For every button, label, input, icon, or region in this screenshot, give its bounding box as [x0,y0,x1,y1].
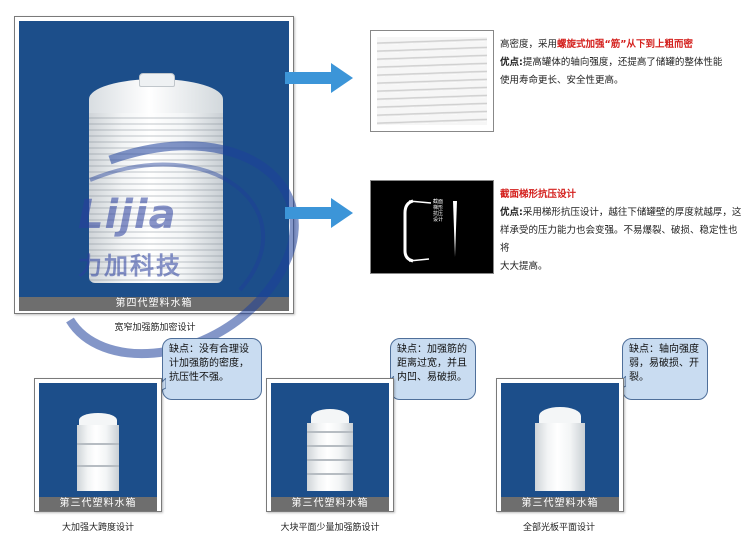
drawback-bubble-3: 缺点：轴向强度弱，易破损、开裂。 [622,338,708,400]
product-photo-2 [271,383,389,497]
detail-2-advantage: 优点:采用梯形抗压设计，越往下储罐壁的厚度就越厚，这 [500,204,746,222]
tank-body [89,113,223,283]
detail-2-heading: 截面梯形抗压设计 [500,189,577,200]
detail-2-adv-label: 优点: [500,207,523,218]
detail-1-intro-highlight: 螺旋式加强“筋”从下到上粗而密 [557,39,694,50]
detail-1-text: 高密度，采用螺旋式加强“筋”从下到上粗而密 优点:提高罐体的轴向强度，还提高了储… [500,36,740,90]
detail-1-advantage: 优点:提高罐体的轴向强度，还提高了储罐的整体性能 [500,54,740,72]
main-product-subcaption: 宽窄加强筋加密设计 [114,323,196,333]
tank-rib [77,465,119,467]
tank-body [307,423,353,491]
product-subcaption-1: 大加强大跨度设计 [61,523,134,533]
tank-lid [139,73,175,87]
tank-rib [307,445,353,447]
brand-watermark [66,141,299,359]
brand-cn-text: 力加科技 [78,252,182,280]
detail-1-adv-text-1: 提高罐体的轴向强度，还提高了储罐的整体性能 [522,57,723,68]
brand-latin-text: Lijia [78,192,177,238]
detail-2-adv-text-2: 样承受的压力能力也会变强。不易爆裂、破损、稳定性也将 [500,225,738,254]
tank-ribs [89,113,223,283]
product-caption-1: 第三代塑料水箱 [39,497,157,511]
product-subcaption-3: 全部光板平面设计 [522,523,595,533]
tank-body [535,423,585,491]
drawback-bubble-2: 缺点：加强筋的距离过宽，并且内凹、易破损。 [390,338,476,400]
detail-2-text: 截面梯形抗压设计 优点:采用梯形抗压设计，越往下储罐壁的厚度就越厚，这 样承受的… [500,186,746,276]
detail-1-adv-text-2: 使用寿命更长、安全性更高。 [500,75,624,86]
detail-2-adv-text-3: 大大提高。 [500,261,548,272]
product-caption-3: 第三代塑料水箱 [501,497,619,511]
product-card-2: 第三代塑料水箱 [266,378,394,512]
drawback-bubble-1: 缺点：没有合理设计加强筋的密度，抗压性不强。 [162,338,262,400]
tank-body [77,425,119,491]
tank-rib [307,459,353,461]
product-photo-3 [501,383,619,497]
product-card-3: 第三代塑料水箱 [496,378,624,512]
tank-dome [311,409,349,425]
detail-1-intro-prefix: 高密度，采用 [500,39,558,50]
main-product-card: 第四代塑料水箱 [14,16,294,314]
tank-dome [539,407,581,425]
detail-1-intro: 高密度，采用螺旋式加强“筋”从下到上粗而密 [500,36,740,54]
product-subcaption-2: 大块平面少量加强筋设计 [280,523,380,533]
product-caption-2: 第三代塑料水箱 [271,497,389,511]
tank-rib [307,473,353,475]
detail-1-adv-label: 优点: [500,57,523,68]
tank-rib [77,443,119,445]
product-photo-1 [39,383,157,497]
tank-rib [307,431,353,433]
main-product-photo [19,21,289,301]
product-card-1: 第三代塑料水箱 [34,378,162,512]
cross-section-inset-label: 截面梯形抗压设计 [433,199,444,223]
main-product-caption: 第四代塑料水箱 [19,297,289,311]
rib-closeup-photo [370,30,494,132]
arrow-right-icon [285,63,353,93]
tank-dome [79,413,117,427]
cross-section-photo: 截面梯形抗压设计 [370,180,494,274]
cross-section-profile-icon [403,199,457,263]
rib-texture [377,37,487,125]
detail-2-adv-text-1: 采用梯形抗压设计，越往下储罐壁的厚度就越厚，这 [522,207,742,218]
arrow-right-icon [285,198,353,228]
